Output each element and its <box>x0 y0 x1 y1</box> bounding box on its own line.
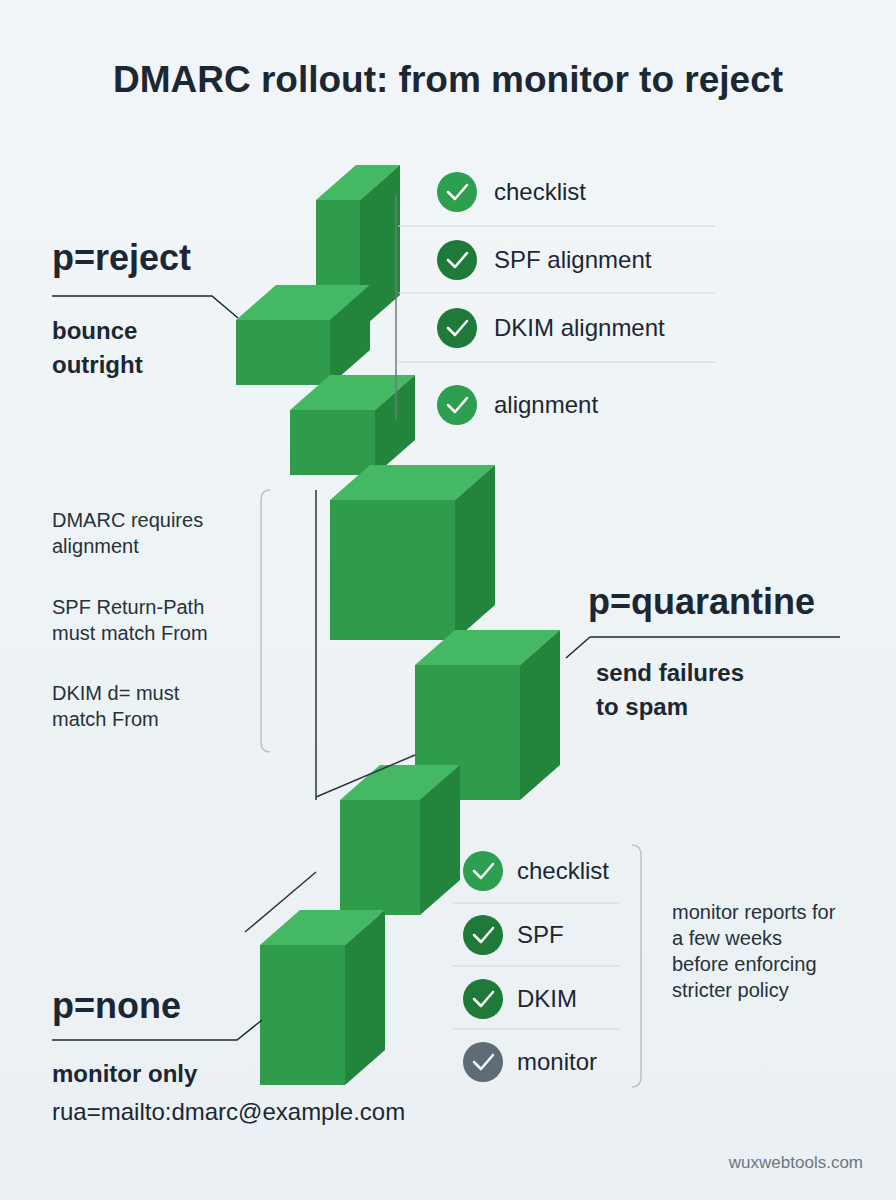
bracket <box>261 490 270 752</box>
checklist-item: alignment <box>494 389 598 421</box>
stair-front <box>236 320 330 385</box>
check-icon <box>463 851 503 891</box>
checklist-item: SPF alignment <box>494 244 651 276</box>
leader-line <box>566 637 590 658</box>
policy-name: p=quarantine <box>588 580 815 623</box>
note-text: SPF Return-Path must match From <box>52 594 232 646</box>
separator <box>453 1028 620 1029</box>
stair-front <box>330 500 455 640</box>
separator <box>453 965 620 966</box>
separator <box>398 292 715 293</box>
bracket <box>632 845 641 1087</box>
check-icon <box>463 915 503 955</box>
leader-line <box>52 296 238 318</box>
stair-side <box>375 375 415 475</box>
checklist-item: SPF <box>517 919 564 951</box>
checklist-item: monitor <box>517 1046 597 1078</box>
policy-effect: send failures to spam <box>596 656 771 723</box>
stair-front <box>260 945 345 1085</box>
checklist-item: DKIM <box>517 983 577 1015</box>
separator <box>453 902 620 903</box>
guide-line <box>395 195 397 420</box>
note-text: DKIM d= must match From <box>52 680 232 732</box>
separator <box>398 225 715 226</box>
guide-line <box>316 755 415 797</box>
policy-name: p=reject <box>52 236 191 279</box>
check-icon <box>437 308 477 348</box>
report-address: rua=mailto:dmarc@example.com <box>52 1096 405 1127</box>
check-mark <box>474 928 493 942</box>
check-mark <box>448 398 467 412</box>
check-icon <box>463 979 503 1019</box>
stair-side <box>345 910 385 1085</box>
stair-front <box>290 410 375 475</box>
checklist-item: checklist <box>494 176 586 208</box>
guide-line <box>315 490 317 800</box>
check-icon <box>437 240 477 280</box>
check-mark <box>448 185 467 199</box>
stair-side <box>455 465 495 640</box>
leader-line <box>590 636 840 638</box>
check-mark <box>474 864 493 878</box>
check-mark <box>448 321 467 335</box>
check-icon <box>437 385 477 425</box>
note-text: monitor reports for a few weeks before e… <box>672 899 844 1003</box>
watermark: wuxwebtools.com <box>560 1153 863 1173</box>
stair-side <box>330 285 370 385</box>
separator <box>398 361 715 362</box>
policy-name: p=none <box>52 984 181 1027</box>
checklist-item: checklist <box>517 855 609 887</box>
policy-effect: monitor only <box>52 1057 197 1091</box>
policy-effect: bounce outright <box>52 314 192 381</box>
note-text: DMARC requires alignment <box>52 507 232 559</box>
guide-line <box>245 872 316 932</box>
check-mark <box>448 253 467 267</box>
check-mark <box>474 992 493 1006</box>
diagram-title: DMARC rollout: from monitor to reject <box>0 58 896 102</box>
stair-side <box>420 765 460 915</box>
check-icon <box>437 172 477 212</box>
stair-side <box>520 630 560 800</box>
checklist-item: DKIM alignment <box>494 312 665 344</box>
check-icon <box>463 1042 503 1082</box>
stair-front <box>340 800 420 915</box>
check-mark <box>474 1055 493 1069</box>
